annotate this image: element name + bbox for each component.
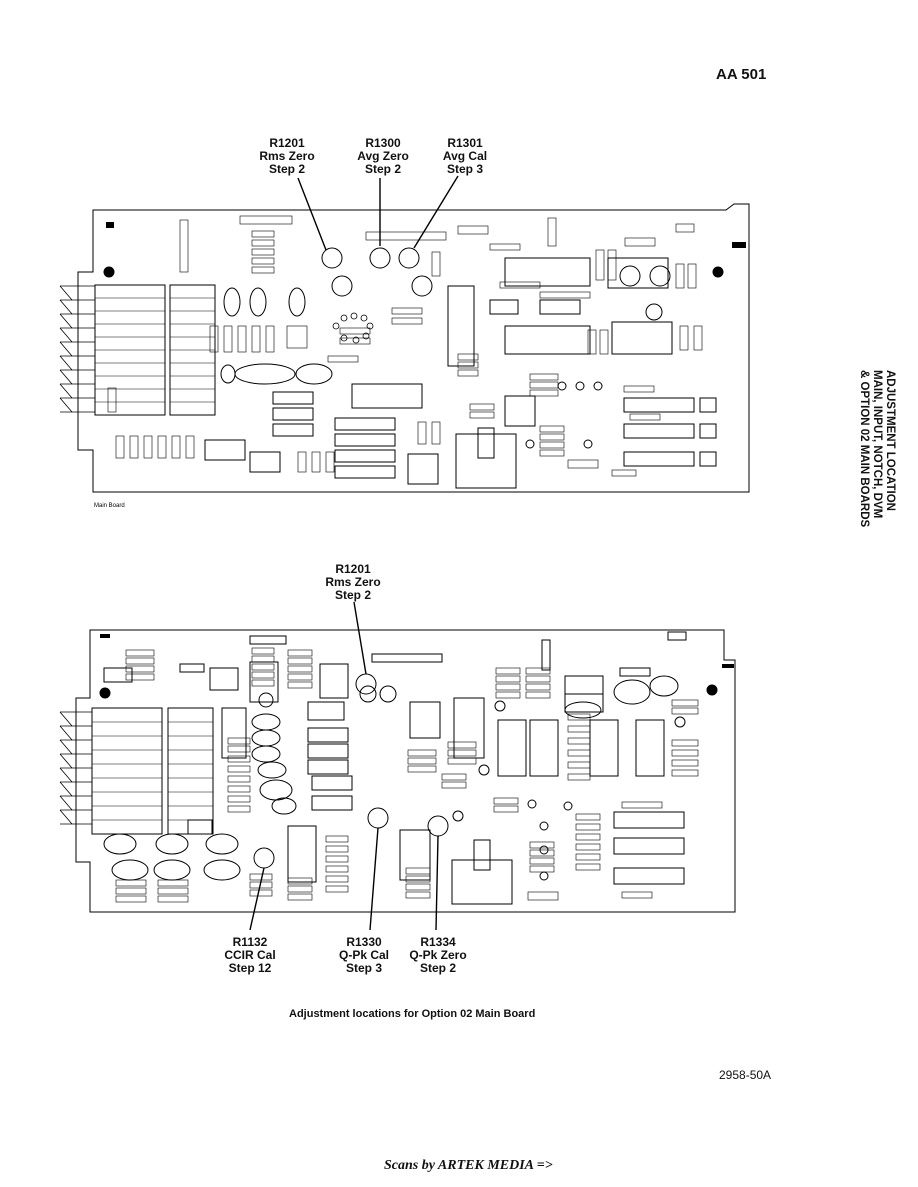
pot-r1334 <box>427 815 449 837</box>
callout-r1301: R1301 Avg Cal Step 3 <box>430 137 500 176</box>
callout-r1201: R1201 Rms Zero Step 2 <box>252 137 322 176</box>
figure-caption: Adjustment locations for Option 02 Main … <box>289 1008 536 1020</box>
sidebar-line-3: & OPTION 02 MAIN BOARDS <box>858 370 870 528</box>
callout-ref: R1201 <box>335 562 371 576</box>
option-02-board-bottom <box>59 601 736 931</box>
pot-r1201 <box>321 247 343 269</box>
callout-name: Q-Pk Zero <box>409 948 467 962</box>
callout-step: Step 3 <box>446 162 483 176</box>
callout-step: Step 2 <box>364 162 401 176</box>
callout-ref: R1132 <box>232 935 268 949</box>
callout-ref: R1300 <box>365 136 401 150</box>
callout-ref: R1301 <box>447 136 483 150</box>
pot-r1301 <box>398 247 420 269</box>
callout-ref: R1201 <box>269 136 305 150</box>
pot-r1300 <box>369 247 391 269</box>
callout-step: Step 2 <box>268 162 305 176</box>
callout-r1334: R1334 Q-Pk Zero Step 2 <box>400 936 476 975</box>
figure-number: 2958-50A <box>719 1068 772 1082</box>
callout-name: Rms Zero <box>325 575 381 589</box>
callout-r1201-option02: R1201 Rms Zero Step 2 <box>318 563 388 602</box>
callout-step: Step 2 <box>334 588 371 602</box>
callout-name: Avg Cal <box>442 149 488 163</box>
callout-name: Q-Pk Cal <box>338 948 389 962</box>
pot-r1201-option02 <box>355 673 377 695</box>
sidebar-line-2: MAIN, INPUT, NOTCH, DVM <box>871 370 883 519</box>
sidebar-title: ADJUSTMENT LOCATION MAIN, INPUT, NOTCH, … <box>836 370 896 530</box>
sidebar-line-1: ADJUSTMENT LOCATION <box>884 370 896 511</box>
top-board-label: Main Board <box>94 503 125 509</box>
pot-r1132 <box>253 847 275 869</box>
callout-name: Avg Zero <box>357 149 409 163</box>
callout-r1300: R1300 Avg Zero Step 2 <box>348 137 418 176</box>
callout-ref: R1334 <box>420 935 456 949</box>
callout-step: Step 2 <box>419 961 456 975</box>
page-header-model: AA 501 <box>716 66 767 83</box>
callout-r1330: R1330 Q-Pk Cal Step 3 <box>326 936 402 975</box>
pot-r1330 <box>367 807 389 829</box>
callout-r1132: R1132 CCIR Cal Step 12 <box>212 936 288 975</box>
callout-ref: R1330 <box>346 935 382 949</box>
callout-step: Step 3 <box>345 961 382 975</box>
callout-name: CCIR Cal <box>224 948 276 962</box>
main-board-top <box>59 175 750 493</box>
callout-name: Rms Zero <box>259 149 315 163</box>
scan-credit: Scans by ARTEK MEDIA => <box>384 1158 553 1173</box>
callout-step: Step 12 <box>228 961 272 975</box>
